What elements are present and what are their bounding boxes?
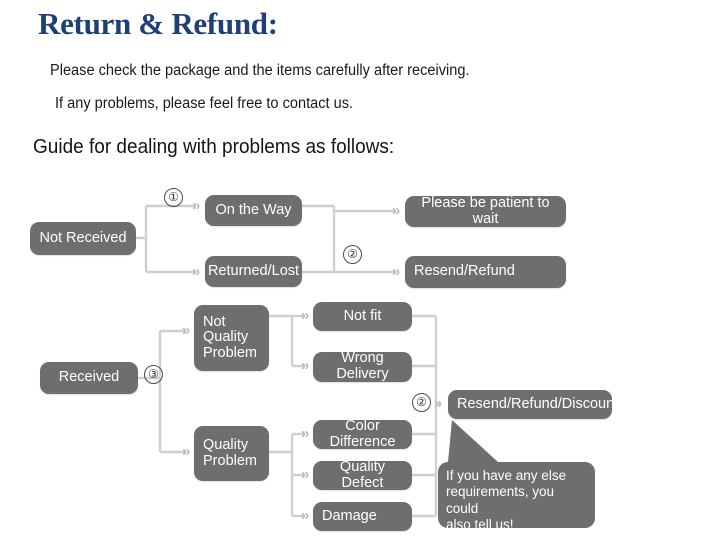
flow-node-returned-lost: Returned/Lost <box>205 256 302 287</box>
page-title: Return & Refund: <box>38 6 278 41</box>
flow-node-resend-discount: Resend/Refund/Discount <box>448 390 618 419</box>
flow-node-quality-defect: Quality Defect <box>313 459 412 490</box>
flow-node-wrong-delivery: Wrong Delivery <box>313 351 412 382</box>
callout-bubble: If you have any else requirements, you c… <box>438 462 595 532</box>
arrow-head-quality: » <box>182 443 191 460</box>
flow-node-quality: Quality Problem <box>194 426 269 481</box>
arrow-head-resend-discount: » <box>434 395 443 412</box>
callout-tail <box>448 420 498 462</box>
flow-node-damage: Damage <box>313 502 412 531</box>
intro-line-2: If any problems, please feel free to con… <box>55 95 354 112</box>
arrow-head-resend-refund: » <box>392 263 401 280</box>
flow-node-resend-refund: Resend/Refund <box>405 256 566 288</box>
intro-line-1: Please check the package and the items c… <box>50 62 470 79</box>
arrow-head-be-patient: » <box>392 202 401 219</box>
arrow-head-returned-lost: » <box>192 263 201 280</box>
flow-node-not-quality: Not Quality Problem <box>194 305 269 371</box>
arrow-head-color-difference: » <box>301 425 310 442</box>
arrow-head-damage: » <box>301 507 310 524</box>
flow-marker-3: ③ <box>144 365 163 384</box>
flow-node-be-patient: Please be patient to wait <box>405 195 566 227</box>
flow-node-received: Received <box>40 362 138 394</box>
arrow-head-on-the-way: » <box>192 197 201 214</box>
flow-node-not-received: Not Received <box>30 222 136 255</box>
arrow-head-wrong-delivery: » <box>301 357 310 374</box>
flow-node-on-the-way: On the Way <box>205 195 302 226</box>
flow-node-color-diff: Color Difference <box>313 418 412 449</box>
arrow-head-not-fit: » <box>301 307 310 324</box>
flow-marker-2-top: ② <box>343 245 362 264</box>
flow-node-not-fit: Not fit <box>313 302 412 331</box>
flow-marker-1: ① <box>164 188 183 207</box>
arrow-head-not-quality: » <box>182 322 191 339</box>
arrow-head-quality-defect: » <box>301 466 310 483</box>
guide-heading: Guide for dealing with problems as follo… <box>33 136 395 158</box>
flow-marker-2-bottom: ② <box>412 393 431 412</box>
